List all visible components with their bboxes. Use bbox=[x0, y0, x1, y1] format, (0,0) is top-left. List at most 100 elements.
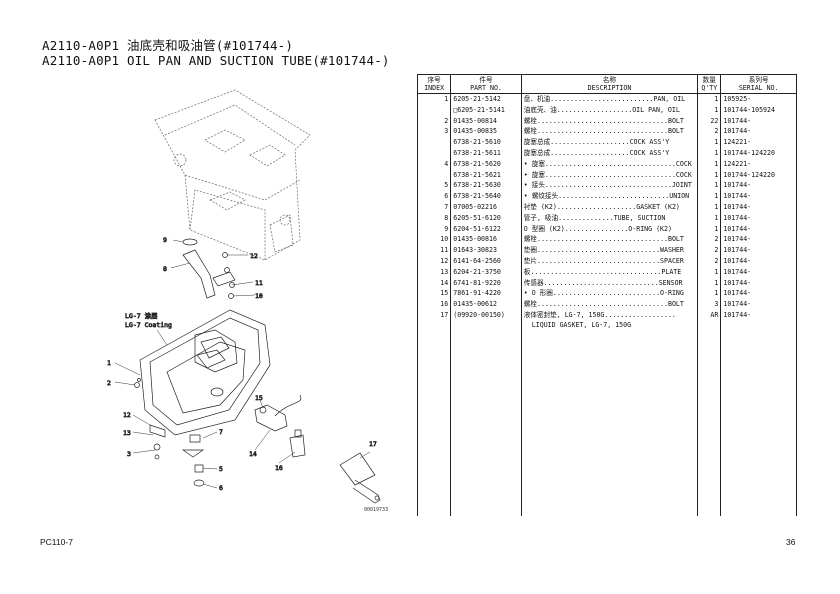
cell-serial-no: 101744- bbox=[720, 180, 797, 192]
cell-quantity: 1 bbox=[697, 93, 721, 105]
cell-index: 11 bbox=[416, 245, 451, 256]
page-title: A2110-A0P1 油底壳和吸油管(#101744-) A2110-A0P1 … bbox=[42, 38, 390, 68]
filler-cell bbox=[450, 329, 522, 516]
cell-serial-no: 101744- bbox=[720, 115, 797, 127]
cell-index: 15 bbox=[416, 288, 451, 300]
cell-part-no: 01435-00816 bbox=[450, 234, 522, 246]
cell-description: 管子, 吸油..............TUBE, SUCTION bbox=[520, 212, 698, 224]
callout-9: 9 bbox=[163, 236, 167, 244]
cell-description: 盘、机油..........................PAN, OIL bbox=[520, 93, 698, 105]
suction-tube-assembly bbox=[182, 238, 236, 299]
cell-part-no: 6205-21-5142 bbox=[450, 93, 522, 105]
callout-11: 11 bbox=[255, 279, 263, 287]
cell-quantity: 1 bbox=[697, 180, 721, 192]
cell-description: 螺栓.................................BOLT bbox=[520, 299, 698, 310]
cell-quantity: 2 bbox=[697, 126, 721, 138]
table-filler-row bbox=[416, 329, 797, 516]
cell-part-no: 01643-30823 bbox=[450, 245, 522, 256]
callout-numbers: 9 8 12 11 10 1 2 12 13 3 7 5 6 15 14 16 … bbox=[107, 236, 378, 493]
exploded-parts-diagram: 9 8 12 11 10 1 2 12 13 3 7 5 6 15 14 16 … bbox=[95, 80, 425, 520]
cell-part-no: 6204-51-6122 bbox=[450, 223, 522, 235]
cell-quantity: 2 bbox=[697, 255, 721, 267]
title-line-english: A2110-A0P1 OIL PAN AND SUCTION TUBE(#101… bbox=[42, 53, 390, 68]
cell-serial-no: 101744- bbox=[720, 126, 797, 138]
cell-quantity: 22 bbox=[697, 115, 721, 127]
cell-description: 螺栓.................................BOLT bbox=[520, 126, 698, 138]
description-line-2: LIQUID GASKET, LG-7, 150G bbox=[531, 320, 632, 329]
callout-7: 7 bbox=[219, 428, 223, 436]
coating-label-chinese: LG-7 涂层 bbox=[125, 311, 158, 320]
cell-description: 衬垫 (K2)....................GASKET (K2) bbox=[520, 201, 698, 213]
cell-index: 16 bbox=[416, 299, 451, 310]
cell-quantity: 1 bbox=[697, 104, 721, 116]
cell-serial-no: 101744- bbox=[720, 255, 797, 267]
cell-index: 7 bbox=[416, 201, 451, 213]
callout-6: 6 bbox=[219, 484, 223, 492]
cell-part-no: 6738-21-5620 bbox=[450, 158, 522, 170]
cell-description: • 旋塞.................................COC… bbox=[520, 158, 698, 170]
cell-serial-no: 101744- bbox=[720, 201, 797, 213]
description-line: 液体密封垫, LG-7, 150G.................. bbox=[523, 310, 676, 319]
cell-quantity: AR bbox=[697, 309, 721, 330]
cell-part-no: 01435-00814 bbox=[450, 115, 522, 127]
engine-block-drawing bbox=[154, 89, 311, 261]
table-row: 17(09920-00150)液体密封垫, LG-7, 150G........… bbox=[416, 309, 797, 330]
sensor-assembly bbox=[254, 394, 306, 458]
cell-part-no: 6738-21-5630 bbox=[450, 180, 522, 192]
cell-description: 液体密封垫, LG-7, 150G..................LIQUI… bbox=[520, 309, 698, 330]
filler-cell bbox=[416, 329, 451, 516]
cell-part-no: □6205-21-5141 bbox=[450, 104, 522, 116]
cell-part-no: 07005-02216 bbox=[450, 201, 522, 213]
cell-quantity: 1 bbox=[697, 191, 721, 202]
callout-1: 1 bbox=[107, 359, 111, 367]
cell-quantity: 1 bbox=[697, 266, 721, 278]
cell-serial-no: 124221- bbox=[720, 137, 797, 148]
cell-serial-no: 124221- bbox=[720, 158, 797, 170]
cell-description: • 接头................................JOIN… bbox=[520, 180, 698, 192]
drain-cock-assembly bbox=[149, 424, 205, 487]
cell-index: 5 bbox=[416, 180, 451, 192]
callout-16: 16 bbox=[275, 464, 283, 472]
cell-part-no: 01435-00612 bbox=[450, 299, 522, 310]
cell-serial-no: 105925- bbox=[720, 93, 797, 105]
cell-serial-no: 101744- bbox=[720, 277, 797, 289]
cell-description: 旋塞总成....................COCK ASS'Y bbox=[520, 137, 698, 148]
coating-label-english: LG-7 Coating bbox=[125, 321, 172, 329]
cell-serial-no: 101744-124220 bbox=[720, 169, 797, 181]
cell-quantity: 1 bbox=[697, 201, 721, 213]
cell-description: O 型圈 (K2)................O-RING (K2) bbox=[520, 223, 698, 235]
diagram-svg: 9 8 12 11 10 1 2 12 13 3 7 5 6 15 14 16 … bbox=[107, 89, 381, 504]
cell-quantity: 1 bbox=[697, 169, 721, 181]
cell-quantity: 1 bbox=[697, 137, 721, 148]
callout-3: 3 bbox=[127, 450, 131, 458]
cell-description: 板.................................PLATE bbox=[520, 266, 698, 278]
cell-serial-no: 101744- bbox=[720, 245, 797, 256]
cell-description: • 旋塞.................................COC… bbox=[520, 169, 698, 181]
cell-index: 3 bbox=[416, 126, 451, 138]
cell-quantity: 1 bbox=[697, 223, 721, 235]
cell-quantity: 2 bbox=[697, 234, 721, 246]
filler-cell bbox=[720, 329, 797, 516]
cell-part-no: 01435-00835 bbox=[450, 126, 522, 138]
callout-5: 5 bbox=[219, 465, 223, 473]
table-row: 6738-21-5621• 旋塞........................… bbox=[416, 169, 797, 181]
